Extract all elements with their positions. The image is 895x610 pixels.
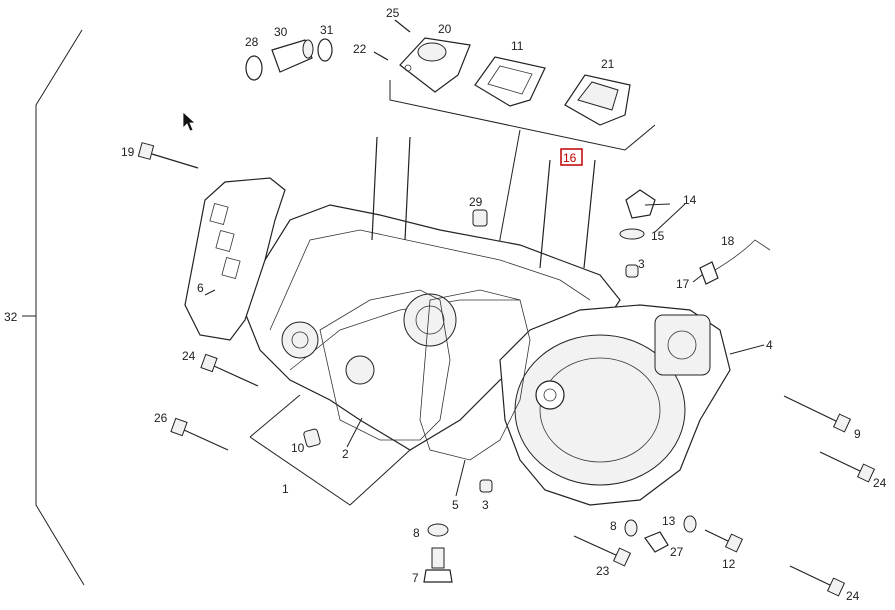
label-1: 1 — [282, 482, 289, 496]
label-12: 12 — [722, 557, 736, 571]
screw-22 — [373, 51, 389, 61]
bolt-24-bottom — [789, 565, 846, 597]
label-3-bottom: 3 — [482, 498, 489, 512]
label-21: 21 — [601, 57, 615, 71]
bolt-26 — [170, 417, 229, 451]
bolt-9 — [783, 395, 852, 433]
bolt-12 — [704, 529, 744, 553]
label-7: 7 — [412, 571, 419, 585]
gasket-11 — [474, 56, 546, 107]
intake-manifold-20 — [399, 37, 471, 93]
label-8-left: 8 — [413, 526, 420, 540]
label-10: 10 — [291, 441, 305, 455]
washer-13 — [683, 515, 697, 533]
label-2: 2 — [342, 447, 349, 461]
label-28: 28 — [245, 35, 259, 49]
label-24-bottom: 24 — [846, 589, 860, 603]
drain-plug-7 — [423, 547, 453, 583]
oil-filler-cap-14 — [619, 189, 656, 240]
bracket-top-group — [389, 80, 656, 151]
label-18: 18 — [721, 234, 735, 248]
label-3-top: 3 — [638, 257, 645, 271]
label-20: 20 — [438, 22, 452, 36]
hose-30 — [271, 39, 314, 73]
breather-17-18 — [699, 239, 771, 285]
gasket-part-2 — [319, 289, 451, 441]
studs-16 — [371, 136, 596, 269]
clamp-28 — [245, 55, 263, 81]
dowel-10 — [303, 428, 321, 448]
label-31: 31 — [320, 23, 334, 37]
dowel-29 — [472, 209, 488, 227]
crankcase-right-cover — [499, 304, 731, 506]
crankcase-left-half — [239, 204, 621, 451]
label-29: 29 — [469, 195, 483, 209]
label-11: 11 — [511, 39, 524, 53]
reed-valve-21 — [564, 74, 631, 126]
gasket-part-5 — [419, 289, 531, 461]
label-13: 13 — [662, 514, 676, 528]
label-8-right: 8 — [610, 519, 617, 533]
clamp-31 — [317, 38, 333, 62]
label-25: 25 — [386, 6, 400, 20]
label-27: 27 — [670, 545, 684, 559]
label-15: 15 — [651, 229, 665, 243]
label-9: 9 — [854, 427, 861, 441]
label-26: 26 — [154, 411, 168, 425]
label-19: 19 — [121, 145, 135, 159]
dowel-3-top — [625, 264, 639, 278]
label-24-right: 24 — [873, 476, 887, 490]
bolt-19 — [137, 142, 199, 169]
label-16: 16 — [563, 151, 577, 165]
label-17: 17 — [676, 277, 690, 291]
leader-lines — [204, 203, 765, 506]
washer-8-right — [624, 519, 638, 537]
label-30: 30 — [274, 25, 288, 39]
washer-8-left — [427, 523, 449, 537]
callout-labels: 1 2 3 3 4 5 6 7 8 8 9 10 11 12 13 14 15 … — [4, 6, 887, 603]
label-32: 32 — [4, 310, 18, 324]
label-14: 14 — [683, 193, 697, 207]
bolt-23 — [573, 535, 632, 567]
label-22: 22 — [353, 42, 367, 56]
plug-27 — [644, 531, 669, 553]
screw-25 — [394, 19, 411, 33]
bolt-24-left — [200, 353, 259, 387]
label-6: 6 — [197, 281, 204, 295]
mouse-cursor-icon — [182, 111, 197, 132]
shield-part-6 — [184, 177, 286, 341]
label-5: 5 — [452, 498, 459, 512]
label-23: 23 — [596, 564, 610, 578]
label-4: 4 — [766, 338, 773, 352]
bolt-24-right — [819, 451, 876, 483]
dowel-3-bottom — [479, 479, 493, 493]
highlight-box-16 — [560, 148, 583, 166]
label-24-left: 24 — [182, 349, 196, 363]
leader-top-group — [497, 129, 521, 251]
bracket-32 — [22, 29, 85, 586]
